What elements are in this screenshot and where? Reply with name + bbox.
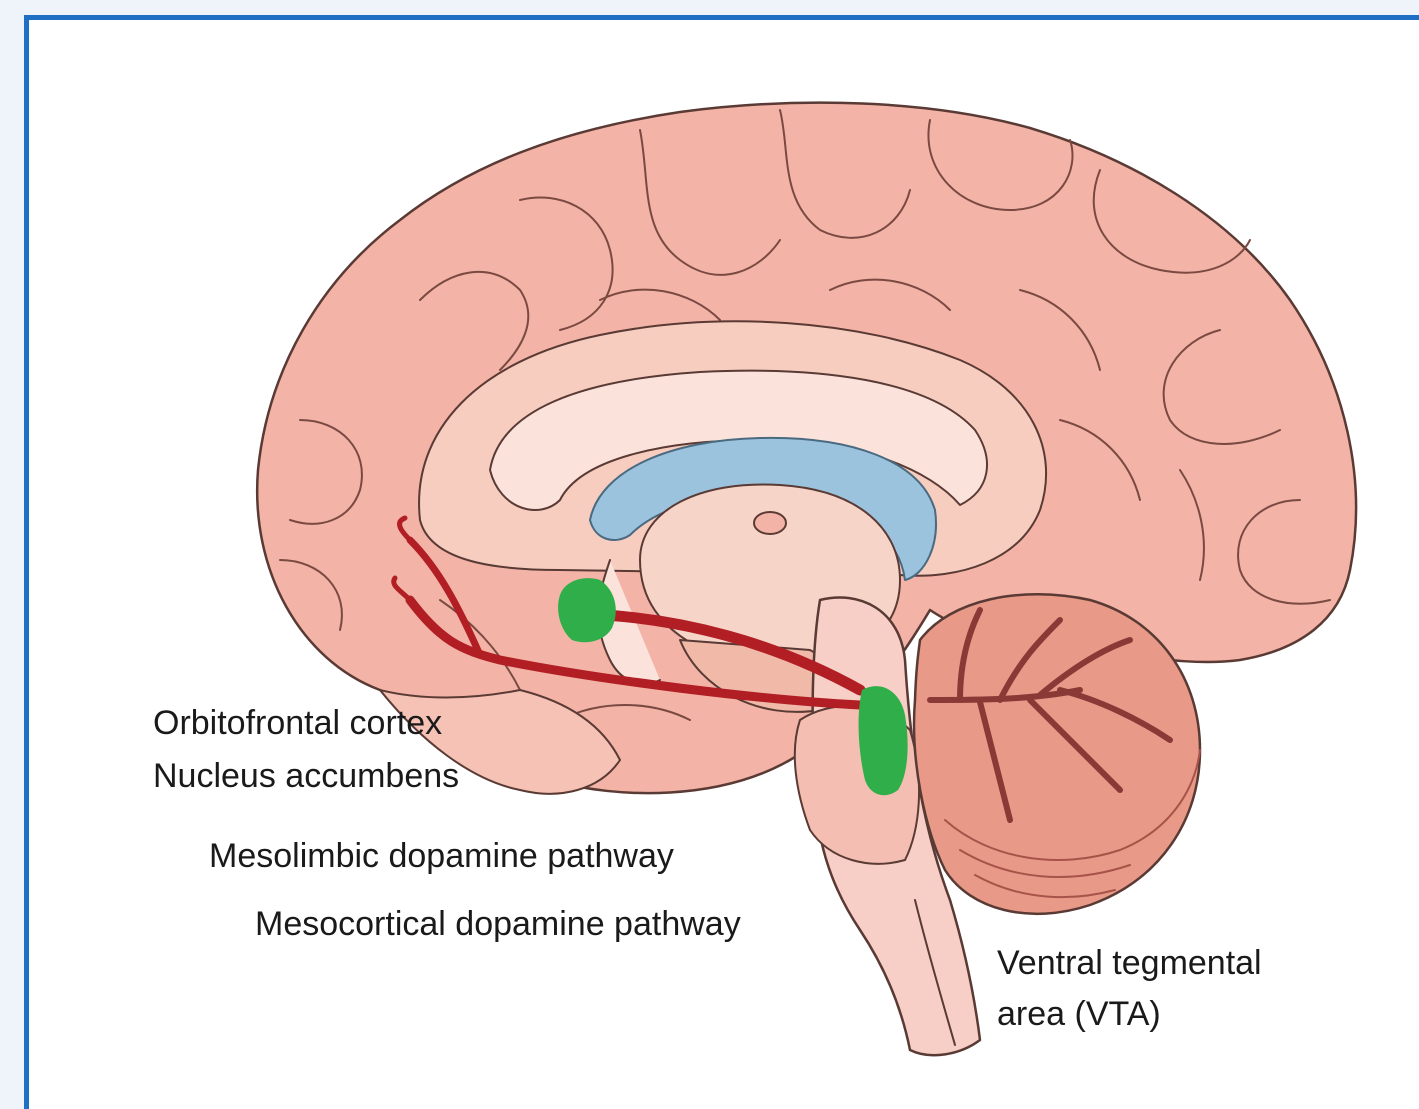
label-mesocortical-pathway: Mesocortical dopamine pathway	[255, 904, 741, 944]
label-vta-line1: Ventral tegmental	[997, 943, 1262, 983]
cerebellum	[914, 594, 1200, 914]
interthalamic-adhesion	[754, 512, 786, 534]
nucleus-accumbens-marker	[558, 578, 616, 642]
label-nucleus-accumbens: Nucleus accumbens	[153, 756, 459, 796]
figure-frame: Orbitofrontal cortex Nucleus accumbens M…	[24, 15, 1419, 1109]
vta-marker	[859, 686, 908, 795]
label-mesolimbic-pathway: Mesolimbic dopamine pathway	[209, 836, 674, 876]
label-orbitofrontal-cortex: Orbitofrontal cortex	[153, 703, 442, 743]
label-vta-line2: area (VTA)	[997, 994, 1161, 1034]
